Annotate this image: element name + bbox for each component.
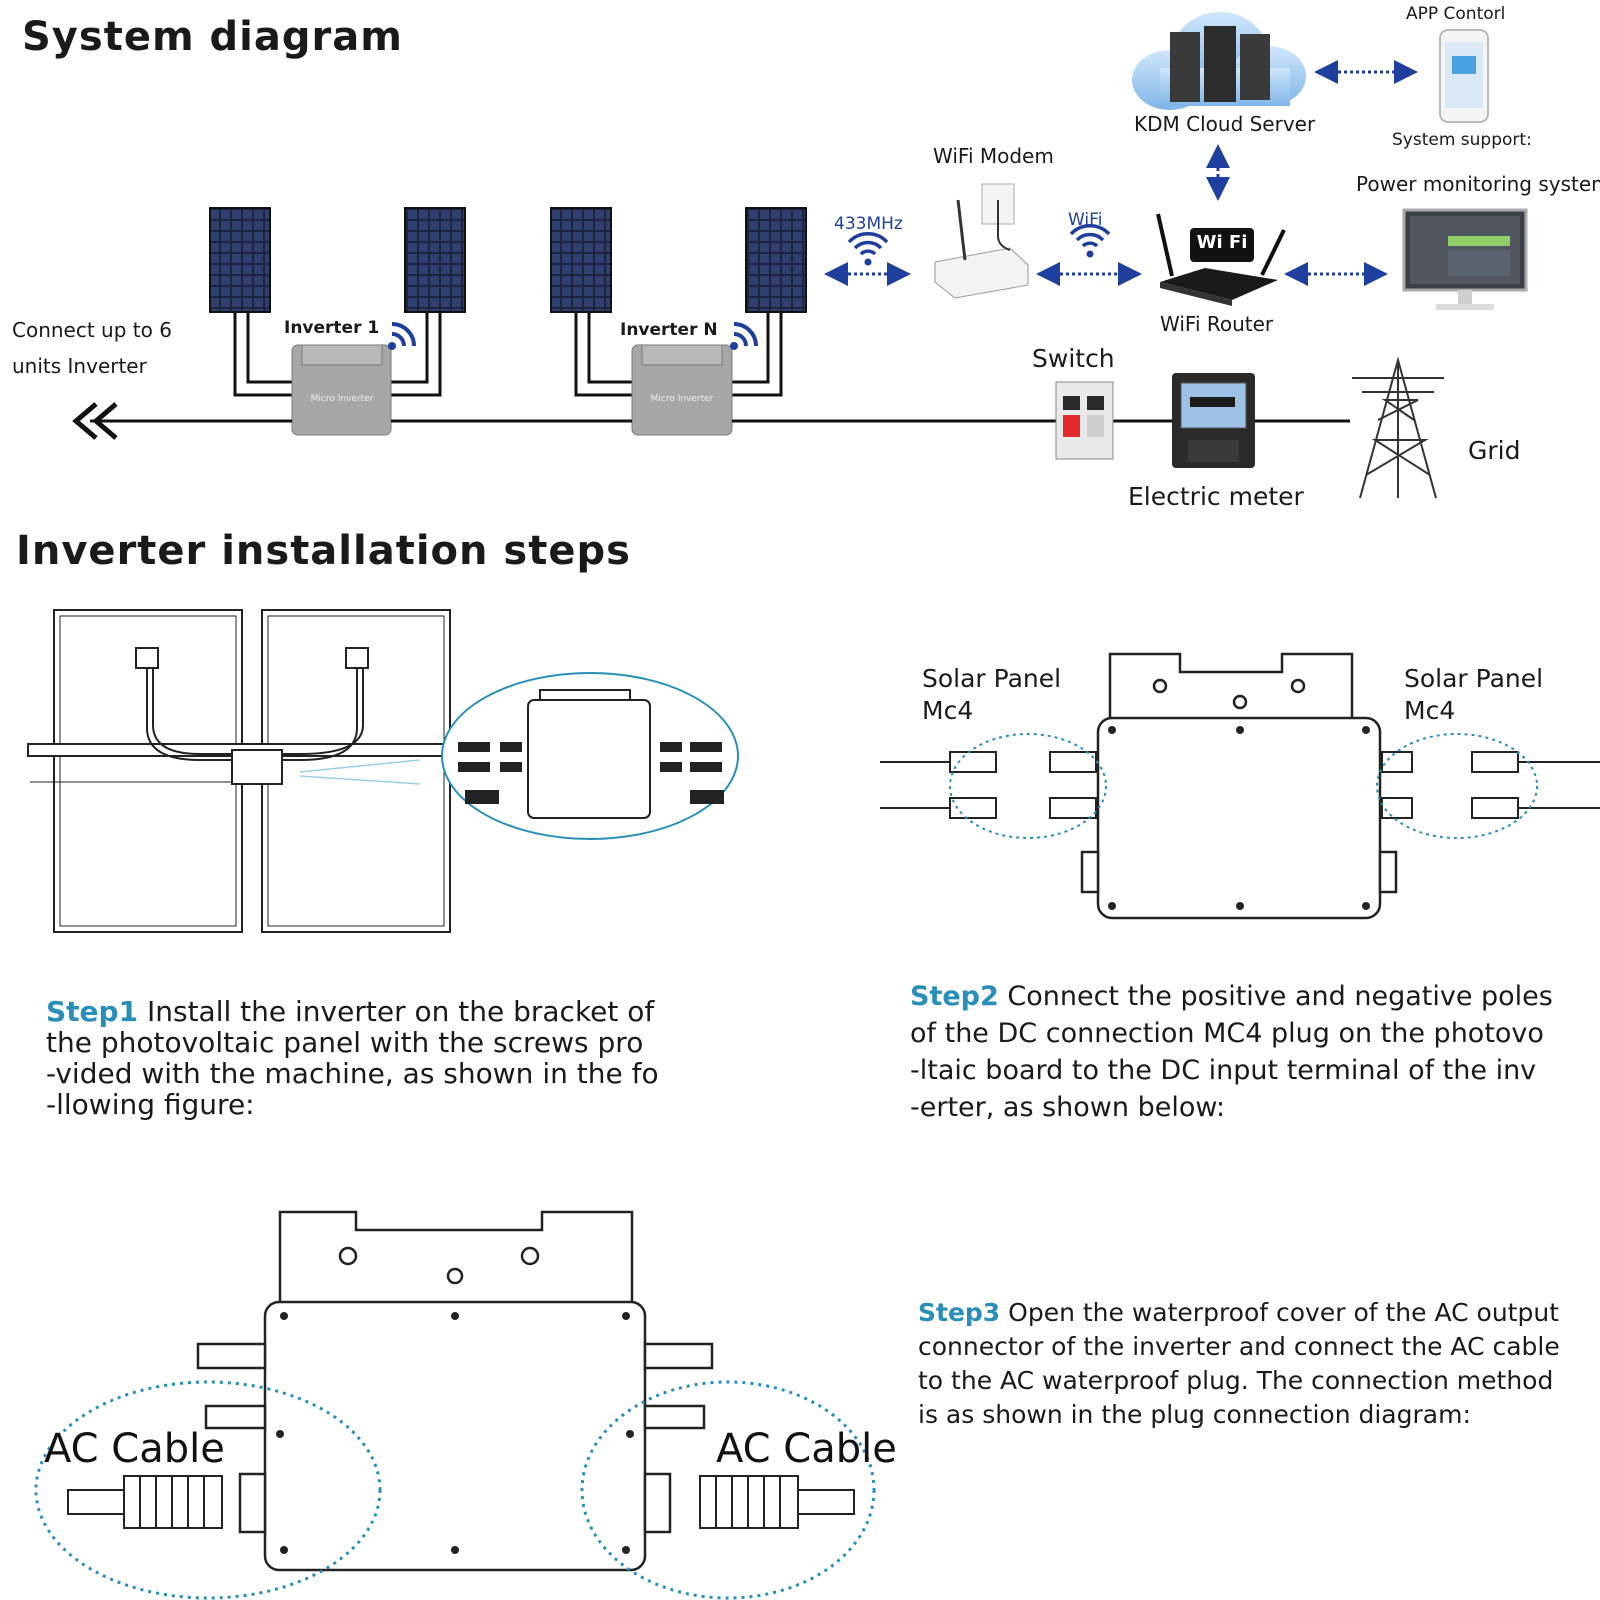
step2-line4: -erter, as shown below: bbox=[910, 1092, 1226, 1123]
step2-right-highlight bbox=[1376, 733, 1538, 839]
app-control-label: APP Contorl bbox=[1406, 4, 1506, 24]
inverter-1-signal-icon bbox=[388, 322, 416, 350]
step2-line1: Step2 Connect the positive and negative … bbox=[910, 978, 1590, 1015]
step1-line1-text: Install the inverter on the bracket of bbox=[146, 995, 655, 1028]
solar-panel-1 bbox=[209, 207, 271, 313]
step1-line4: -llowing figure: bbox=[46, 1088, 255, 1121]
step3-inverter-drawing bbox=[196, 1210, 714, 1572]
dc-cables bbox=[233, 312, 783, 397]
wifi-433-icon bbox=[847, 232, 889, 266]
step2-inverter-drawing bbox=[1080, 652, 1398, 920]
step2-line3: -ltaic board to the DC input terminal of… bbox=[910, 1055, 1537, 1086]
step1-tag: Step1 bbox=[46, 995, 139, 1028]
router-wifi-badge: Wi Fi bbox=[1196, 232, 1248, 253]
wifi-modem-device bbox=[934, 183, 1029, 299]
installation-title: Inverter installation steps bbox=[16, 528, 631, 574]
power-monitoring-label: Power monitoring system bbox=[1356, 172, 1600, 196]
wifi-link-icon bbox=[1069, 224, 1111, 258]
step3-left-highlight bbox=[34, 1380, 382, 1600]
step2-line1-text: Connect the positive and negative poles bbox=[1007, 981, 1553, 1012]
step3-ac-plug-right bbox=[699, 1475, 855, 1529]
monitor-computer-icon bbox=[1402, 208, 1528, 310]
wifi-router-label: WiFi Router bbox=[1160, 312, 1274, 336]
switch-device bbox=[1055, 381, 1114, 460]
step2-line2: of the DC connection MC4 plug on the pho… bbox=[910, 1018, 1544, 1049]
ac-cable-right-label: AC Cable bbox=[716, 1426, 897, 1472]
electric-meter-device bbox=[1172, 373, 1255, 468]
system-support-label: System support: bbox=[1392, 130, 1532, 150]
step3-line1: Step3 Open the waterproof cover of the A… bbox=[918, 1296, 1594, 1330]
connect-note-line1: Connect up to 6 bbox=[12, 318, 172, 342]
inverter-n-face-text: Micro Inverter bbox=[650, 394, 714, 404]
freq-433-label: 433MHz bbox=[834, 214, 903, 234]
step3-text: Step3 Open the waterproof cover of the A… bbox=[918, 1296, 1594, 1432]
solar-panel-left-label: Solar Panel bbox=[922, 664, 1062, 693]
step3-right-highlight bbox=[580, 1380, 876, 1600]
step3-line4: is as shown in the plug connection diagr… bbox=[918, 1400, 1471, 1429]
solar-panel-2 bbox=[404, 207, 466, 313]
inverter-1-device bbox=[291, 344, 392, 436]
wifi-link-label: WiFi bbox=[1068, 210, 1103, 230]
mc4-left-label: Mc4 bbox=[922, 696, 974, 725]
step3-line2: connector of the inverter and connect th… bbox=[918, 1332, 1560, 1361]
step3-line1-text: Open the waterproof cover of the AC outp… bbox=[1008, 1298, 1559, 1327]
mc4-right-label: Mc4 bbox=[1404, 696, 1456, 725]
inverter-n-label: Inverter N bbox=[620, 320, 718, 340]
solar-panel-4 bbox=[745, 207, 807, 313]
step1-text: Step1 Install the inverter on the bracke… bbox=[46, 996, 696, 1120]
inverter-1-face-text: Micro Inverter bbox=[310, 394, 374, 404]
connect-note-line2: units Inverter bbox=[12, 354, 147, 378]
inverter-n-signal-icon bbox=[730, 322, 758, 350]
step1-line1: Step1 Install the inverter on the bracke… bbox=[46, 996, 696, 1027]
wifi-modem-label: WiFi Modem bbox=[933, 144, 1054, 168]
step1-line2: the photovoltaic panel with the screws p… bbox=[46, 1026, 644, 1059]
inverter-n-device bbox=[631, 344, 733, 436]
step1-panel-drawing bbox=[27, 609, 451, 933]
inverter-1-label: Inverter 1 bbox=[284, 318, 380, 338]
ac-cable-left-label: AC Cable bbox=[44, 1426, 225, 1472]
step2-tag: Step2 bbox=[910, 981, 999, 1012]
cloud-server-icon bbox=[1132, 12, 1306, 110]
wifi-router-device bbox=[1156, 213, 1286, 306]
solar-panel-3 bbox=[550, 207, 612, 313]
grid-label: Grid bbox=[1468, 436, 1521, 465]
phone-app-icon bbox=[1439, 29, 1489, 123]
double-arrow-left-icon bbox=[72, 402, 118, 440]
step2-mc4-connectors bbox=[880, 751, 1600, 819]
solar-panel-right-label: Solar Panel bbox=[1404, 664, 1544, 693]
grid-pylon bbox=[1352, 356, 1444, 499]
step2-left-highlight bbox=[949, 733, 1107, 839]
electric-meter-label: Electric meter bbox=[1128, 482, 1304, 511]
switch-label: Switch bbox=[1032, 344, 1115, 373]
step3-tag: Step3 bbox=[918, 1298, 1001, 1327]
step1-line3: -vided with the machine, as shown in the… bbox=[46, 1057, 659, 1090]
step2-text: Step2 Connect the positive and negative … bbox=[910, 978, 1590, 1126]
step3-ac-plug-left bbox=[67, 1475, 223, 1529]
step3-line3: to the AC waterproof plug. The connectio… bbox=[918, 1366, 1554, 1395]
cloud-server-label: KDM Cloud Server bbox=[1134, 112, 1316, 136]
step1-zoom-ellipse bbox=[441, 672, 739, 840]
system-diagram-title: System diagram bbox=[22, 14, 403, 60]
